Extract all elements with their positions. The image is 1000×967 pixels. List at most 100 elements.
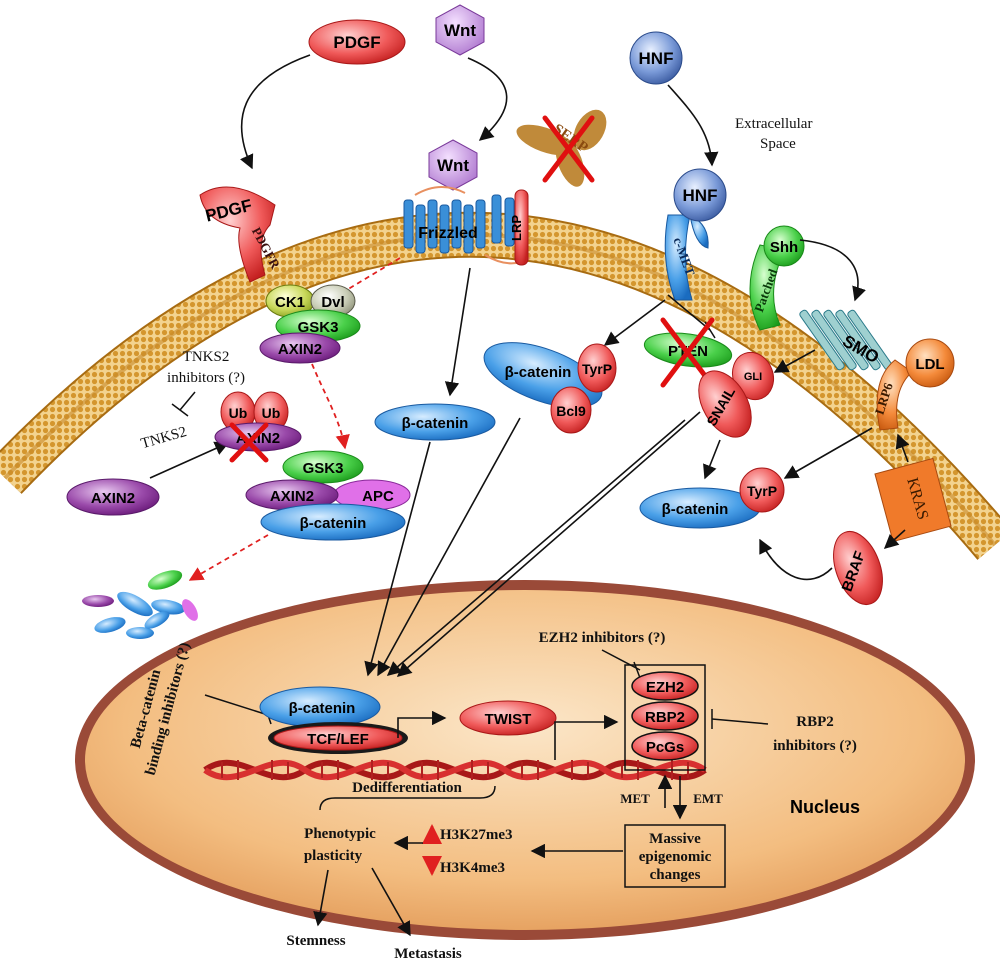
svg-text:Wnt: Wnt xyxy=(444,21,476,40)
svg-text:HNF: HNF xyxy=(639,49,674,68)
smo-gli-arrow xyxy=(773,349,816,373)
tcf-twist-arrow xyxy=(397,710,447,738)
svg-text:epigenomic: epigenomic xyxy=(639,849,712,865)
wnt-binding-arrow xyxy=(467,57,508,141)
extracellular-label: Extracellular xyxy=(735,116,812,132)
frizzled-dvl-dashed-arrow xyxy=(328,257,401,301)
metastasis-arrow xyxy=(371,867,411,937)
svg-text:Dvl: Dvl xyxy=(321,294,344,311)
kras-box: KRAS xyxy=(874,457,952,543)
svg-text:AXIN2: AXIN2 xyxy=(278,341,322,358)
pten-cross-icon xyxy=(660,317,715,388)
rbp2-inhibition-bar xyxy=(711,709,769,729)
stemness-label: Stemness xyxy=(286,933,345,949)
svg-text:APC: APC xyxy=(362,488,394,505)
metastasis-label: Metastasis xyxy=(394,946,462,962)
svg-text:TyrP: TyrP xyxy=(582,361,612,377)
svg-text:LRP: LRP xyxy=(509,215,524,241)
kras-braf-arrow xyxy=(883,529,906,549)
epigenomic-changes-box: Massive epigenomic changes xyxy=(624,824,726,888)
complex-dashed-arrow xyxy=(311,363,350,450)
wnt-ligand: Wnt xyxy=(435,4,485,56)
svg-text:CK1: CK1 xyxy=(275,294,305,311)
ezh2-inhibitors-label: EZH2 inhibitors (?) xyxy=(539,630,666,646)
bcatenin-free: β-catenin xyxy=(374,403,496,441)
nucleus-label: Nucleus xyxy=(790,797,860,817)
svg-text:PDGF: PDGF xyxy=(333,33,380,52)
svg-text:TWIST: TWIST xyxy=(485,711,532,728)
braf-bcatenin-arrow xyxy=(759,538,833,581)
destruction-complex-upper: CK1 Dvl GSK3 AXIN2 xyxy=(259,284,361,364)
dedifferentiation-bracket xyxy=(319,785,496,811)
svg-text:AXIN2: AXIN2 xyxy=(270,488,314,505)
wnt-bound: Wnt xyxy=(428,139,478,191)
svg-text:Wnt: Wnt xyxy=(437,156,469,175)
svg-text:HNF: HNF xyxy=(683,186,718,205)
svg-text:AXIN2: AXIN2 xyxy=(91,490,135,507)
svg-text:Massive: Massive xyxy=(649,831,701,847)
smo-receptor: SMO xyxy=(799,309,893,371)
tnks2-inhibitors-label-1: TNKS2 xyxy=(183,349,230,365)
svg-text:β-catenin: β-catenin xyxy=(662,501,729,518)
hnf-bound: HNF xyxy=(673,168,727,222)
svg-text:TCF/LEF: TCF/LEF xyxy=(307,731,369,748)
svg-text:EZH2: EZH2 xyxy=(646,679,684,696)
hnf-binding-arrow xyxy=(667,84,719,167)
shh-ligand: Shh xyxy=(763,225,805,267)
shh-smo-arrow xyxy=(799,239,866,302)
dna-helix xyxy=(203,759,707,781)
ubiquitinated-axin2: Ub Ub AXIN2 xyxy=(214,391,302,463)
svg-text:β-catenin: β-catenin xyxy=(289,700,356,717)
pten-inhibited: PTEN xyxy=(643,317,733,388)
degraded-fragments xyxy=(82,570,198,639)
degradation-cross-icon xyxy=(229,422,269,463)
svg-text:GSK3: GSK3 xyxy=(303,460,344,477)
bcatenin-nucleus-arrow-2 xyxy=(377,417,521,677)
axin2-free: AXIN2 xyxy=(66,478,160,516)
degradation-dashed-arrow xyxy=(188,534,269,581)
destruction-complex-lower: GSK3 APC AXIN2 β-catenin xyxy=(245,450,411,541)
svg-text:changes: changes xyxy=(650,867,701,883)
frizzled-receptor: Frizzled xyxy=(403,186,531,265)
plasticity-label: plasticity xyxy=(304,848,363,864)
stemness-arrow xyxy=(313,869,329,927)
tnks2-arrow xyxy=(149,441,230,479)
rbp2-inhibitors-label-1: RBP2 xyxy=(796,714,834,730)
rbp2-inhibitors-label-2: inhibitors (?) xyxy=(773,738,857,754)
snail-bcatenin-arrow xyxy=(703,439,721,480)
ldl-ligand: LDL xyxy=(905,338,955,388)
pdgf-binding-arrow xyxy=(240,54,311,170)
tnks2-inhibition-bar xyxy=(171,391,196,417)
inhibition-cross-icon xyxy=(542,115,595,183)
space-label: Space xyxy=(760,136,796,152)
gli-snail-complex: GLI SNAIL xyxy=(698,351,775,438)
svg-text:β-catenin: β-catenin xyxy=(505,364,572,381)
bcatenin-nucleus-arrow-1 xyxy=(364,441,431,677)
twist-protein: TWIST xyxy=(459,700,557,736)
svg-text:β-catenin: β-catenin xyxy=(300,515,367,532)
cmet-tyrp-arrow xyxy=(603,299,666,346)
svg-text:β-catenin: β-catenin xyxy=(402,415,469,432)
bcatenin-tcf-complex: β-catenin TCF/LEF xyxy=(259,686,408,754)
phenotypic-label: Phenotypic xyxy=(304,826,376,842)
kras-lrp6-arrow xyxy=(895,433,910,463)
emt-label: EMT xyxy=(693,791,723,806)
svg-text:Bcl9: Bcl9 xyxy=(556,403,586,419)
svg-text:LDL: LDL xyxy=(915,356,944,373)
hnf-ligand: HNF xyxy=(629,31,683,85)
svg-text:H3K27me3: H3K27me3 xyxy=(440,827,513,843)
svg-text:H3K4me3: H3K4me3 xyxy=(440,860,505,876)
lrp6-tyrp-arrow xyxy=(783,427,873,479)
svg-text:TyrP: TyrP xyxy=(747,483,777,499)
svg-text:PcGs: PcGs xyxy=(646,739,684,756)
epigenetic-complex: EZH2 RBP2 PcGs xyxy=(624,664,706,771)
braf-protein: BRAF xyxy=(833,531,883,605)
bcatenin-nucleus-arrow-4 xyxy=(396,411,701,677)
twist-complex-arrow xyxy=(554,714,619,760)
bcatenin-tyrp-complex: β-catenin TyrP Bcl9 xyxy=(483,342,617,434)
histone-marks: H3K27me3 H3K4me3 xyxy=(422,824,513,876)
svg-text:Ub: Ub xyxy=(262,405,281,421)
serp-inhibited: SERP xyxy=(516,109,607,187)
svg-text:RBP2: RBP2 xyxy=(645,709,685,726)
